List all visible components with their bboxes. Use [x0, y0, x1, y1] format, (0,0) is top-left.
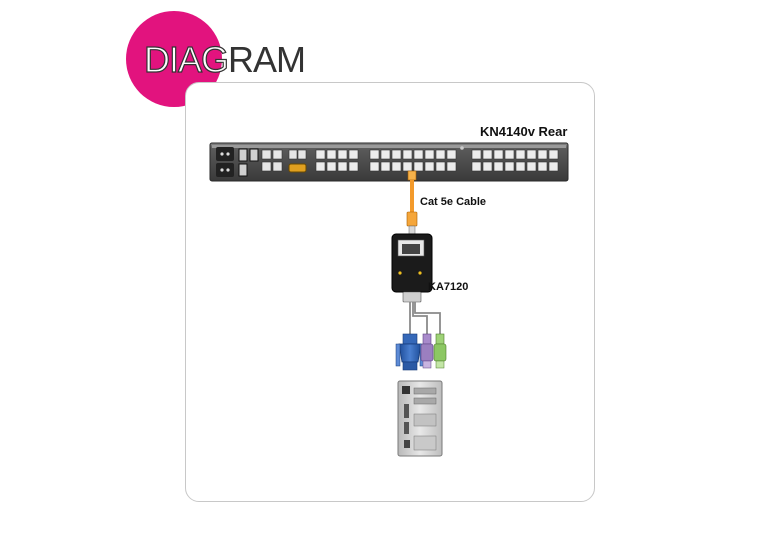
ps2-mouse-connector-icon — [420, 333, 434, 369]
title-rest: RAM — [228, 39, 306, 80]
adapter-label: KA7120 — [428, 281, 469, 293]
kvm-switch-rear-icon — [209, 142, 569, 182]
split-cables — [409, 302, 441, 336]
ka7120-adapter-icon — [391, 233, 433, 303]
switch-label: KN4140v Rear — [480, 124, 568, 139]
vga-connector-icon — [395, 333, 425, 371]
page-title: DIAGRAM — [143, 39, 306, 80]
computer-tower-icon — [397, 380, 443, 457]
title-highlight: DIAG — [143, 39, 229, 80]
cable-label: Cat 5e Cable — [420, 196, 487, 208]
ps2-keyboard-connector-icon — [433, 333, 447, 369]
